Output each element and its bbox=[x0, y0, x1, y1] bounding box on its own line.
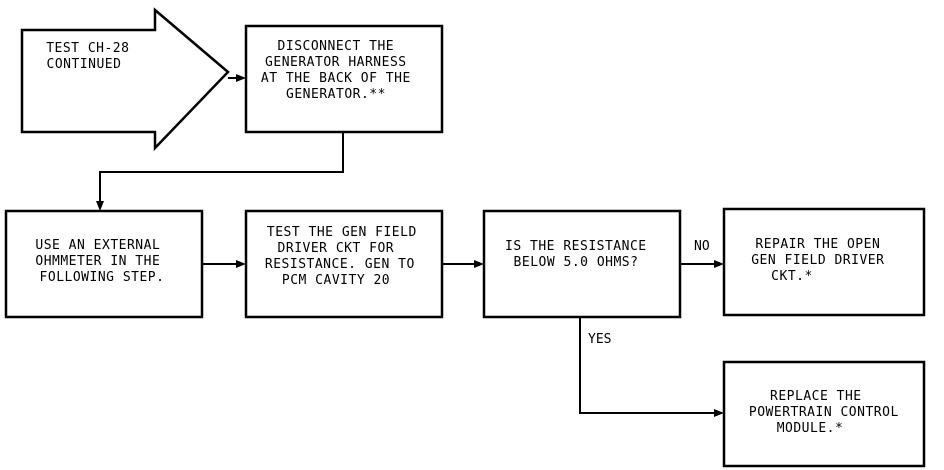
repair-text: REPAIR THE OPEN GEN FIELD DRIVER CKT.* bbox=[751, 237, 893, 284]
repair-box bbox=[722, 207, 926, 317]
question-text: IS THE RESISTANCE BELOW 5.0 OHMS? bbox=[505, 239, 655, 270]
question-line: IS THE RESISTANCE bbox=[505, 239, 647, 254]
arrowhead bbox=[714, 260, 724, 268]
connector-disconnect-to-ohmmeter bbox=[99, 132, 344, 202]
disconnect-text: DISCONNECT THE GENERATOR HARNESS AT THE … bbox=[261, 39, 419, 102]
test-driver-text: TEST THE GEN FIELD DRIVER CKT FOR RESIST… bbox=[265, 225, 425, 288]
arrowhead bbox=[714, 409, 724, 417]
replace-line: MODULE.* bbox=[777, 421, 844, 436]
start-text: TEST CH-28 CONTINUED bbox=[46, 41, 138, 72]
disconnect-line: DISCONNECT THE bbox=[278, 39, 395, 54]
test-driver-line: DRIVER CKT FOR bbox=[278, 241, 395, 256]
use-ohmmeter-line: FOLLOWING STEP. bbox=[40, 270, 165, 285]
question-line: BELOW 5.0 OHMS? bbox=[514, 255, 639, 270]
use-ohmmeter-line: USE AN EXTERNAL bbox=[35, 238, 160, 253]
repair-line: REPAIR THE OPEN bbox=[755, 237, 880, 252]
start-line: TEST CH-28 bbox=[46, 41, 129, 56]
use-ohmmeter-text: USE AN EXTERNAL OHMMETER IN THE FOLLOWIN… bbox=[35, 238, 168, 285]
arrowhead bbox=[236, 74, 246, 82]
arrowhead bbox=[474, 260, 484, 268]
replace-box bbox=[722, 360, 926, 468]
disconnect-line: GENERATOR HARNESS bbox=[265, 55, 407, 70]
replace-line: POWERTRAIN CONTROL bbox=[749, 405, 899, 420]
arrowhead bbox=[236, 260, 246, 268]
arrowhead bbox=[96, 201, 104, 211]
connector-yes-branch bbox=[579, 317, 716, 414]
repair-line: GEN FIELD DRIVER bbox=[751, 253, 884, 268]
repair-line: CKT.* bbox=[771, 269, 813, 284]
yes-label: YES bbox=[588, 332, 611, 347]
test-driver-box bbox=[244, 209, 444, 319]
disconnect-line: AT THE BACK OF THE bbox=[261, 71, 411, 86]
start-arrow-shape bbox=[20, 7, 230, 152]
no-label: NO bbox=[694, 239, 710, 254]
disconnect-box bbox=[244, 24, 444, 134]
use-ohmmeter-line: OHMMETER IN THE bbox=[35, 254, 160, 269]
replace-line: REPLACE THE bbox=[770, 389, 862, 404]
question-box bbox=[482, 209, 682, 319]
use-ohmmeter-box bbox=[4, 209, 204, 319]
test-driver-line: TEST THE GEN FIELD bbox=[267, 225, 417, 240]
disconnect-line: GENERATOR.** bbox=[286, 87, 386, 102]
start-line: CONTINUED bbox=[47, 57, 122, 72]
replace-text: REPLACE THE POWERTRAIN CONTROL MODULE.* bbox=[749, 389, 907, 436]
test-driver-line: RESISTANCE. GEN TO bbox=[265, 257, 415, 272]
test-driver-line: PCM CAVITY 20 bbox=[282, 273, 390, 288]
